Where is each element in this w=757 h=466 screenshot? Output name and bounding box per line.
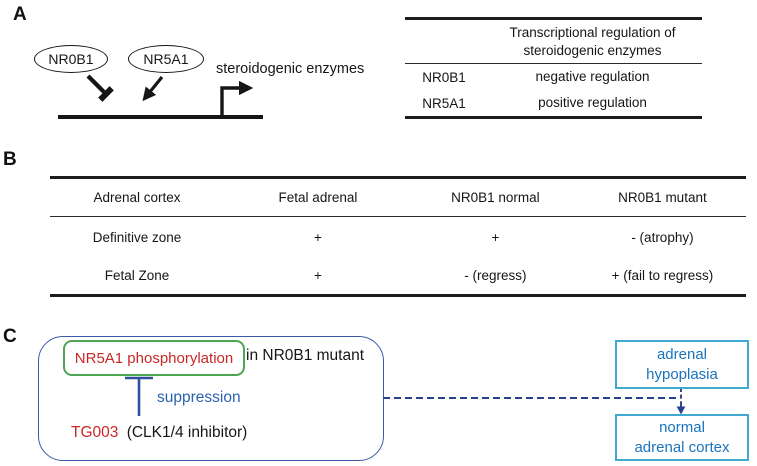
panel-b-label: B [3,149,17,170]
context-label: in NR0B1 mutant [246,347,365,364]
outcome-box-hypoplasia: adrenal hypoplasia [615,340,749,389]
regulation-cell: negative regulation [535,69,650,85]
value-cell: + (fail to regress) [611,268,714,283]
drug-line: TG003 (CLK1/4 inhibitor) [71,424,247,442]
regulation-table: Transcriptional regulation of steroidoge… [405,17,702,119]
nr5a1-node-label: NR5A1 [143,51,189,67]
value-cell: + [491,229,500,245]
regulation-cell: positive regulation [538,95,647,111]
value-cell: - (atrophy) [631,229,694,245]
outcome-down-arrow [676,402,686,415]
adrenal-cortex-table: Adrenal cortex Fetal adrenal NR0B1 norma… [50,176,746,297]
value-cell: - (regress) [464,268,527,283]
enzymes-label: steroidogenic enzymes [216,61,365,77]
value-cell: + [314,229,322,245]
suppression-label: suppression [157,389,241,406]
nr5a1-node: NR5A1 [128,45,204,73]
phosphorylation-box: NR5A1 phosphorylation [63,340,245,376]
drug-detail: (CLK1/4 inhibitor) [126,424,248,441]
table-row: Definitive zone + + - (atrophy) [50,217,746,257]
adrenal-table-header-row: Adrenal cortex Fetal adrenal NR0B1 norma… [50,179,746,217]
phosphorylation-label: NR5A1 phosphorylation [74,349,234,367]
column-header: NR0B1 mutant [618,190,707,205]
regulation-table-header-row: Transcriptional regulation of steroidoge… [405,20,702,64]
nr0b1-node-label: NR0B1 [48,51,94,67]
table-row: Fetal Zone + - (regress) + (fail to regr… [50,257,746,294]
inhibition-tbar-arrow [86,74,114,102]
outcome-hypoplasia-label: adrenal hypoplasia [646,345,718,383]
zone-cell: Fetal Zone [104,268,170,283]
regulation-table-header: Transcriptional regulation of steroidoge… [509,25,676,58]
drug-name: TG003 [71,424,119,441]
value-cell: + [314,268,322,283]
panel-a-label: A [13,4,27,25]
column-header: Adrenal cortex [93,190,181,205]
column-header: NR0B1 normal [451,190,540,205]
outcome-normal-cortex-label: normal adrenal cortex [634,418,730,456]
nr0b1-node: NR0B1 [34,45,108,73]
transcription-start-arrow [220,80,254,117]
dashed-connector [383,388,682,402]
gene-cell: NR5A1 [422,95,466,111]
panel-c-label: C [3,326,17,347]
zone-cell: Definitive zone [92,229,182,245]
gene-cell: NR0B1 [422,69,466,85]
activation-arrow [142,75,164,102]
column-header: Fetal adrenal [278,190,358,205]
table-row: NR5A1 positive regulation [405,90,702,116]
table-row: NR0B1 negative regulation [405,64,702,90]
outcome-box-normal-cortex: normal adrenal cortex [615,414,749,461]
